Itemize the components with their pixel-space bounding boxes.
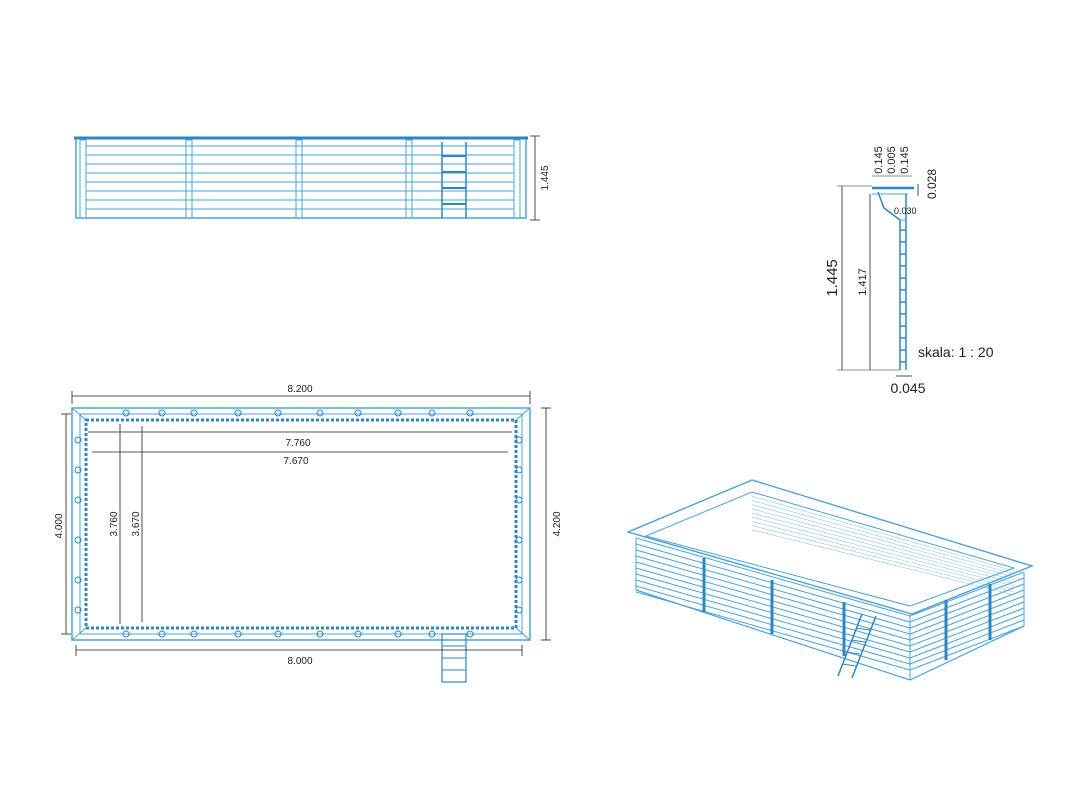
isometric-back-board xyxy=(751,500,1015,575)
front-elevation: 1.445 xyxy=(74,135,551,221)
plan-post-marker xyxy=(74,606,82,614)
plan-inner-width-2: 3.670 xyxy=(131,511,142,536)
plan-post-marker xyxy=(234,630,242,638)
isometric-board xyxy=(909,577,1025,623)
plan-ladder xyxy=(441,633,467,683)
plan-outer-rim xyxy=(71,407,531,641)
plan-outer-width-right: 4.200 xyxy=(552,511,563,536)
plan-post-marker xyxy=(74,436,82,444)
isometric-view xyxy=(625,479,1035,681)
plan-post-marker xyxy=(190,409,198,417)
plan-post-marker xyxy=(158,409,166,417)
plan-post-marker xyxy=(274,409,282,417)
isometric-board xyxy=(909,607,1025,653)
plan-post-marker xyxy=(274,630,282,638)
isometric-board xyxy=(909,589,1025,635)
plan-post-marker xyxy=(354,630,362,638)
plan-post-marker xyxy=(515,606,523,614)
isometric-back-board xyxy=(751,525,1015,593)
plan-post-marker xyxy=(316,409,324,417)
plan-post-marker xyxy=(428,630,436,638)
plan-post-marker xyxy=(394,630,402,638)
plan-post-marker xyxy=(515,536,523,544)
section-top-3: 0.145 xyxy=(899,146,911,174)
isometric-back-board xyxy=(751,521,1015,590)
elevation-boards xyxy=(86,145,514,210)
plan-post-marker xyxy=(74,496,82,504)
section-board: 0.030 xyxy=(894,206,917,216)
plan-post-marker xyxy=(515,496,523,504)
elevation-height-label: 1.445 xyxy=(540,165,551,190)
plan-post-marker xyxy=(190,630,198,638)
plan-inner-width-1: 3.760 xyxy=(109,511,120,536)
elevation-outline xyxy=(75,137,527,219)
plan-post-marker xyxy=(316,630,324,638)
isometric-board xyxy=(909,583,1025,629)
section-detail: 1.445 1.417 0.145 0.005 0.145 0.028 0.03… xyxy=(824,146,994,396)
isometric-board xyxy=(909,613,1025,659)
isometric-board xyxy=(635,537,911,617)
isometric-wall-boards xyxy=(635,491,1025,671)
plan-post-marker xyxy=(158,630,166,638)
plan-post-marker xyxy=(74,536,82,544)
isometric-board xyxy=(909,625,1025,671)
isometric-back-board xyxy=(751,512,1015,584)
elevation-posts xyxy=(79,139,521,219)
isometric-board xyxy=(909,571,1025,617)
section-top-offset: 0.028 xyxy=(925,169,939,199)
plan-post-marker xyxy=(515,466,523,474)
isometric-ladder xyxy=(837,613,877,679)
plan-post-marker xyxy=(122,630,130,638)
plan-post-marker xyxy=(466,409,474,417)
plan-view: 8.200 7.760 7.670 8.000 4.000 3.760 3.67… xyxy=(54,384,563,683)
isometric-back-board xyxy=(751,495,1015,572)
plan-outer-length: 8.200 xyxy=(287,384,312,395)
plan-posts xyxy=(74,409,523,638)
plan-post-marker xyxy=(515,436,523,444)
isometric-board xyxy=(909,601,1025,647)
plan-inner-wall xyxy=(84,418,518,630)
elevation-height-dimension: 1.445 xyxy=(530,135,551,221)
section-wall-thickness: 0.045 xyxy=(890,380,925,396)
isometric-back-board xyxy=(751,504,1015,578)
section-top-1: 0.145 xyxy=(873,146,885,174)
section-wall-boards xyxy=(900,229,906,363)
plan-post-marker xyxy=(74,576,82,584)
isometric-back-board xyxy=(751,516,1015,587)
plan-post-marker xyxy=(354,409,362,417)
plan-post-marker xyxy=(466,630,474,638)
plan-post-marker xyxy=(122,409,130,417)
plan-outer-width-left: 4.000 xyxy=(54,513,65,538)
isometric-posts xyxy=(702,558,992,660)
section-scale: skala: 1 : 20 xyxy=(918,344,994,360)
isometric-back-board xyxy=(751,508,1015,581)
plan-inner-length-1: 7.760 xyxy=(285,438,310,449)
isometric-board xyxy=(909,619,1025,665)
isometric-board xyxy=(909,595,1025,641)
plan-post-marker xyxy=(515,576,523,584)
plan-base-length: 8.000 xyxy=(287,656,312,667)
section-wall-height: 1.417 xyxy=(857,268,869,296)
section-total-height: 1.445 xyxy=(824,259,841,297)
plan-dimensions: 8.200 7.760 7.670 8.000 4.000 3.760 3.67… xyxy=(54,384,563,667)
plan-post-marker xyxy=(74,466,82,474)
plan-post-marker xyxy=(234,409,242,417)
elevation-ladder xyxy=(441,142,467,218)
plan-post-marker xyxy=(428,409,436,417)
plan-inner-length-2: 7.670 xyxy=(283,456,308,467)
plan-post-marker xyxy=(394,409,402,417)
isometric-back-board xyxy=(751,529,1015,596)
section-top-2: 0.005 xyxy=(886,146,898,174)
